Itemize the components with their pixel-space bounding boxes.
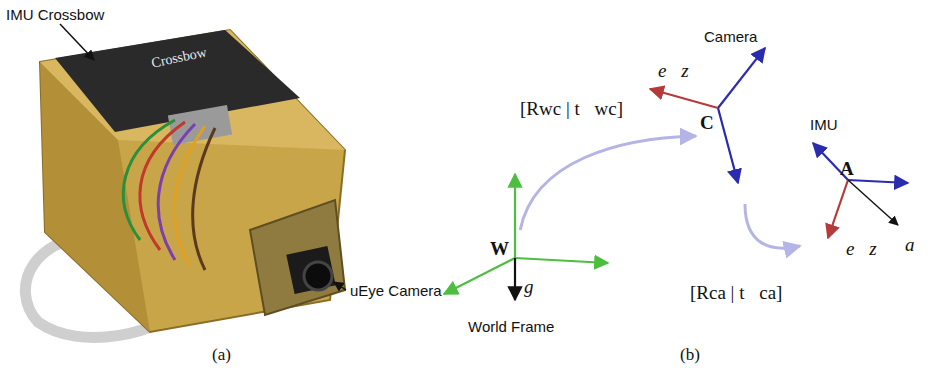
vector-label: g⃗ <box>524 276 548 298</box>
transform-arrow <box>520 136 696 230</box>
imu-axes <box>813 143 908 238</box>
vector-label: a⃗ <box>905 234 929 256</box>
frame-letter: A <box>840 158 854 180</box>
part-label: uEye Camera <box>350 282 442 299</box>
part-label: IMU Crossbow <box>6 6 104 23</box>
panel-label: (b) <box>680 345 700 365</box>
vector-label: e⃗z <box>846 238 877 260</box>
frame-letter: C <box>700 112 714 134</box>
device-photo <box>25 24 346 337</box>
transform-arrow <box>745 204 800 248</box>
frame-name: Camera <box>704 28 757 45</box>
frame-letter: W <box>490 238 509 260</box>
frame-node: CameraC <box>700 28 758 134</box>
panel-label: (a) <box>212 345 231 365</box>
camera-axes <box>650 48 765 183</box>
transform-label: [Rca | t⃗ca] <box>688 282 784 304</box>
frame-node: IMU A <box>810 116 854 180</box>
frame-name: IMU <box>810 116 838 133</box>
vector-label: e⃗z <box>658 60 689 82</box>
transform-label: [Rwc | t⃗wc] <box>518 98 625 120</box>
frame-name: World Frame <box>468 318 554 335</box>
world-axes <box>444 174 608 300</box>
